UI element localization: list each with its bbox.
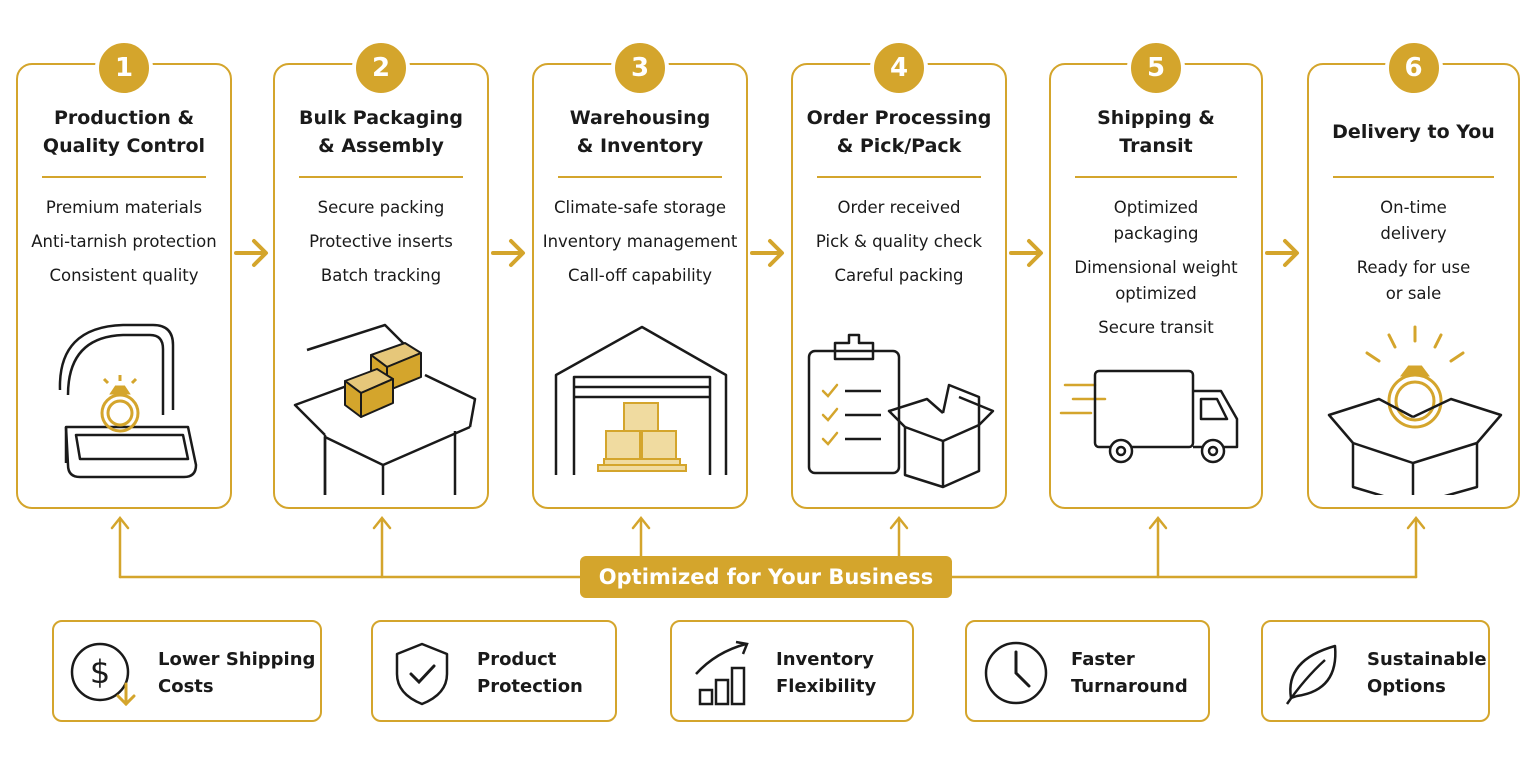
step-card-shipping: 5 Shipping & Transit Optimized packaging… [1049, 39, 1263, 509]
bullet-item: Dimensional weight optimized [1074, 258, 1238, 303]
benefit-label: Sustainable Options [1367, 649, 1487, 697]
benefit-label: Faster Turnaround [1071, 649, 1188, 697]
benefit-lower-shipping: $ Lower Shipping Costs [52, 620, 322, 722]
bullet-item: Order received [837, 198, 961, 217]
bullet-item: Climate-safe storage [553, 198, 727, 217]
step-title: Delivery to You [1332, 121, 1495, 143]
bullet-item: Optimized packaging [1113, 198, 1199, 243]
flow-arrow-4-5 [1009, 239, 1043, 267]
divider [42, 176, 206, 178]
step-title: Bulk Packaging & Assembly [299, 107, 463, 157]
bullet-item: Inventory management [542, 232, 738, 251]
step-title: Production & Quality Control [42, 107, 206, 157]
step-card-production: 1 Production & Quality Control Premium m… [16, 39, 232, 509]
shield-check-icon [395, 642, 449, 706]
step-card-bulk-packaging: 2 Bulk Packaging & Assembly Secure packi… [273, 39, 489, 509]
benefit-label: Lower Shipping Costs [158, 649, 316, 697]
svg-text:$: $ [90, 653, 110, 691]
open-box-icon [293, 323, 477, 495]
step-title: Shipping & Transit [1097, 107, 1215, 157]
benefit-inventory-flexibility: Inventory Flexibility [670, 620, 914, 722]
bullet-item: Batch tracking [320, 266, 442, 285]
benefit-product-protection: Product Protection [371, 620, 617, 722]
step-number-badge: 1 [95, 39, 153, 97]
clock-icon [984, 641, 1048, 705]
optimized-banner: Optimized for Your Business [580, 556, 952, 598]
step-number-badge: 4 [870, 39, 928, 97]
step-title: Warehousing & Inventory [569, 107, 711, 157]
flow-arrow-5-6 [1265, 239, 1299, 267]
bullet-item: Careful packing [834, 266, 964, 285]
benefit-label: Product Protection [477, 649, 583, 697]
divider [1333, 176, 1494, 178]
step-number-badge: 5 [1127, 39, 1185, 97]
flow-arrow-3-4 [750, 239, 784, 267]
flow-arrow-1-2 [234, 239, 268, 267]
divider [817, 176, 981, 178]
benefit-label: Inventory Flexibility [776, 649, 877, 697]
bullet-item: Ready for use or sale [1356, 258, 1471, 303]
clipboard-box-icon [807, 333, 995, 489]
bullet-item: Pick & quality check [815, 232, 983, 251]
step-card-warehousing: 3 Warehousing & Inventory Climate-safe s… [532, 39, 748, 509]
truck-icon [1059, 369, 1239, 464]
benefit-sustainable-options: Sustainable Options [1261, 620, 1490, 722]
bullet-item: Protective inserts [309, 232, 453, 251]
divider [1075, 176, 1237, 178]
step-number-badge: 6 [1384, 39, 1443, 97]
divider [299, 176, 463, 178]
step-number-badge: 3 [611, 39, 669, 97]
gift-box-ring-icon [1327, 325, 1503, 495]
step-bullets: Secure packing Protective inserts Batch … [281, 195, 481, 297]
step-title: Order Processing & Pick/Pack [806, 107, 992, 157]
step-bullets: Premium materials Anti-tarnish protectio… [24, 195, 224, 297]
step-card-delivery: 6 Delivery to You On-time delivery Ready… [1307, 39, 1520, 509]
dollar-down-icon: $ [70, 642, 136, 707]
flow-arrow-2-3 [491, 239, 525, 267]
step-bullets: Optimized packaging Dimensional weight o… [1071, 195, 1241, 349]
bullet-item: On-time delivery [1380, 198, 1447, 243]
step-card-order-processing: 4 Order Processing & Pick/Pack Order rec… [791, 39, 1007, 509]
bullet-item: Consistent quality [49, 266, 199, 285]
bullet-item: Secure transit [1098, 318, 1214, 337]
divider [558, 176, 722, 178]
warehouse-icon [554, 325, 728, 475]
bullet-item: Anti-tarnish protection [31, 232, 217, 251]
leaf-icon [1285, 644, 1337, 705]
step-bullets: Order received Pick & quality check Care… [799, 195, 999, 297]
step-bullets: Climate-safe storage Inventory managemen… [540, 195, 740, 297]
ring-box-icon [58, 323, 198, 479]
step-bullets: On-time delivery Ready for use or sale [1349, 195, 1478, 315]
benefit-faster-turnaround: Faster Turnaround [965, 620, 1210, 722]
step-number-badge: 2 [352, 39, 410, 97]
bar-chart-up-icon [695, 640, 749, 706]
bullet-item: Premium materials [45, 198, 203, 217]
bullet-item: Secure packing [317, 198, 445, 217]
bullet-item: Call-off capability [568, 266, 712, 285]
